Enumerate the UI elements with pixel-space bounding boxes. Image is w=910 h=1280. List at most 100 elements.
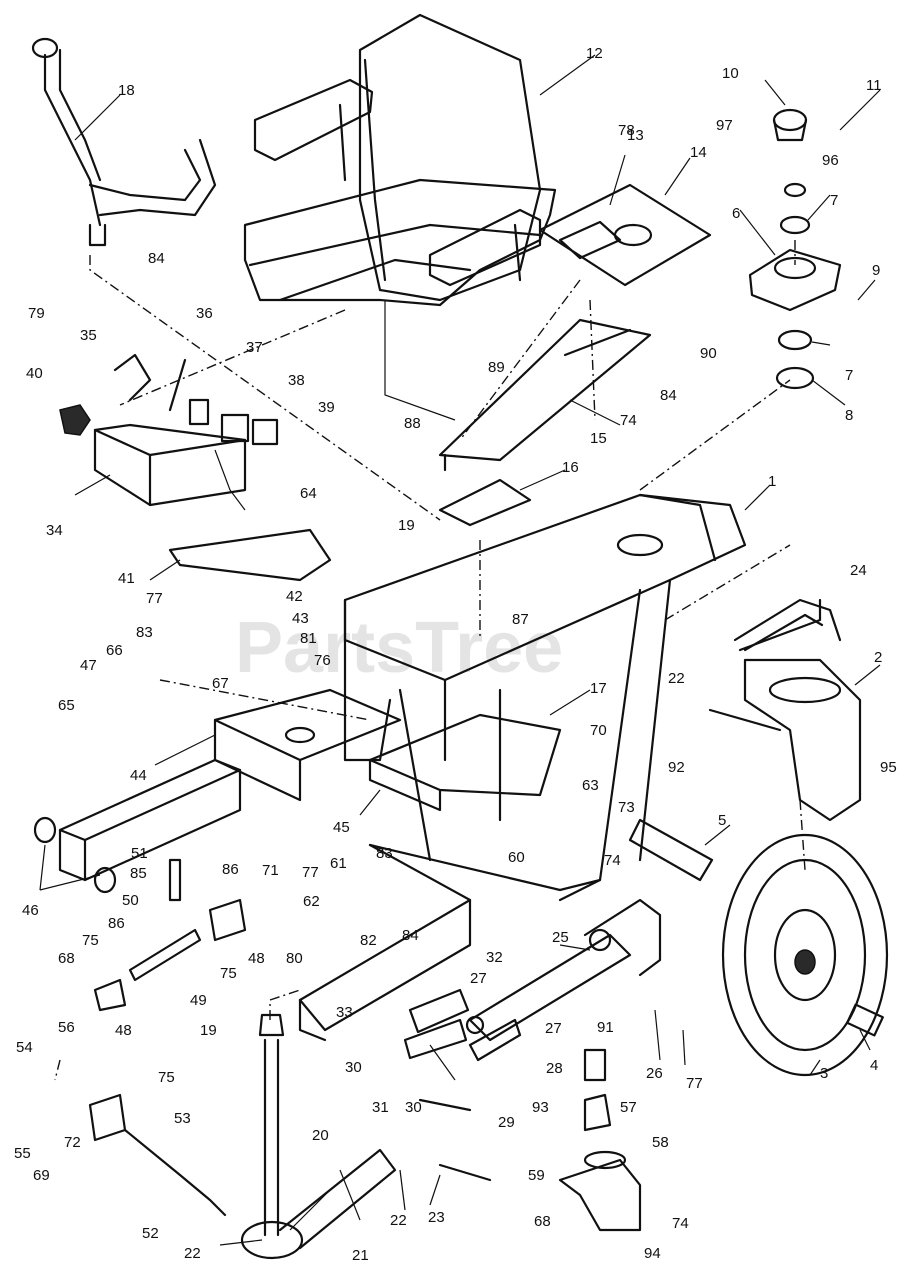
part-label-23: 23 [428, 1209, 445, 1226]
part-label-10: 10 [722, 65, 739, 82]
part-label-92: 92 [668, 759, 685, 776]
part-label-27a: 27 [470, 970, 487, 987]
motor-mount [558, 1048, 642, 1232]
part-label-52: 52 [142, 1225, 159, 1242]
part-label-83b: 83 [376, 845, 393, 862]
part-label-57: 57 [620, 1099, 637, 1116]
part-label-45: 45 [333, 819, 350, 836]
wheel-hub [748, 108, 842, 390]
part-label-44: 44 [130, 767, 147, 784]
part-label-39: 39 [318, 399, 335, 416]
part-label-59: 59 [528, 1167, 545, 1184]
part-label-64: 64 [300, 485, 317, 502]
part-label-74b: 74 [604, 852, 621, 869]
part-label-2: 2 [874, 649, 882, 666]
part-label-65: 65 [58, 697, 75, 714]
part-label-31: 31 [372, 1099, 389, 1116]
leader-lines [39, 54, 881, 1246]
part-label-43: 43 [292, 610, 309, 627]
part-label-47: 47 [80, 657, 97, 674]
part-label-81: 81 [300, 630, 317, 647]
part-label-79: 79 [28, 305, 45, 322]
part-label-97: 97 [716, 117, 733, 134]
pivot-parts [33, 816, 247, 1012]
part-label-14: 14 [690, 144, 707, 161]
part-label-16: 16 [562, 459, 579, 476]
part-label-86a: 86 [222, 861, 239, 878]
floor-plate [368, 713, 562, 812]
part-label-17: 17 [590, 680, 607, 697]
part-label-93: 93 [532, 1099, 549, 1116]
part-label-84c: 84 [402, 927, 419, 944]
control-panel [59, 353, 332, 582]
part-label-54: 54 [16, 1039, 33, 1056]
part-label-68a: 68 [58, 950, 75, 967]
label-layer: 1 2 3 4 5 6 7 7 8 9 10 11 12 13 14 15 16… [14, 45, 897, 1264]
part-label-34: 34 [46, 522, 63, 539]
part-label-50: 50 [122, 892, 139, 909]
part-label-70: 70 [590, 722, 607, 739]
part-label-75c: 75 [158, 1069, 175, 1086]
part-label-76: 76 [314, 652, 331, 669]
part-label-37: 37 [246, 339, 263, 356]
part-label-49: 49 [190, 992, 207, 1009]
cable [88, 1093, 227, 1217]
part-label-77b: 77 [302, 864, 319, 881]
part-label-95: 95 [880, 759, 897, 776]
part-label-26: 26 [646, 1065, 663, 1082]
part-label-21: 21 [352, 1247, 369, 1264]
part-label-6: 6 [732, 205, 740, 222]
part-label-7b: 7 [845, 367, 853, 384]
part-label-60: 60 [508, 849, 525, 866]
part-label-35: 35 [80, 327, 97, 344]
linkage [403, 988, 522, 1182]
watermark: PartsTree [235, 608, 563, 688]
part-label-72: 72 [64, 1134, 81, 1151]
part-label-24: 24 [850, 562, 867, 579]
part-label-27b: 27 [545, 1020, 562, 1037]
part-label-29: 29 [498, 1114, 515, 1131]
part-label-66: 66 [106, 642, 123, 659]
part-label-40: 40 [26, 365, 43, 382]
part-label-55: 55 [14, 1145, 31, 1162]
part-label-73: 73 [618, 799, 635, 816]
part-label-62: 62 [303, 893, 320, 910]
part-label-71: 71 [262, 862, 279, 879]
part-label-46: 46 [22, 902, 39, 919]
part-label-91: 91 [597, 1019, 614, 1036]
part-label-74c: 74 [672, 1215, 689, 1232]
part-label-56: 56 [58, 1019, 75, 1036]
part-label-84b: 84 [660, 387, 677, 404]
part-label-90: 90 [700, 345, 717, 362]
part-label-5: 5 [718, 812, 726, 829]
part-label-53: 53 [174, 1110, 191, 1127]
part-label-68b: 68 [534, 1213, 551, 1230]
part-label-94: 94 [644, 1245, 661, 1262]
part-label-25: 25 [552, 929, 569, 946]
part-label-78: 78 [618, 122, 635, 139]
part-label-12: 12 [586, 45, 603, 62]
part-label-88: 88 [404, 415, 421, 432]
part-label-8: 8 [845, 407, 853, 424]
part-label-75a: 75 [82, 932, 99, 949]
part-label-19b: 19 [200, 1022, 217, 1039]
seat-support [438, 318, 652, 527]
part-label-33: 33 [336, 1004, 353, 1021]
part-label-30a: 30 [345, 1059, 362, 1076]
part-label-32: 32 [486, 949, 503, 966]
part-label-13: 13 [627, 127, 644, 144]
part-label-36: 36 [196, 305, 213, 322]
seat [243, 13, 557, 421]
part-label-42: 42 [286, 588, 303, 605]
part-label-74a: 74 [620, 412, 637, 429]
part-label-58: 58 [652, 1134, 669, 1151]
part-label-86b: 86 [108, 915, 125, 932]
part-label-22b: 22 [390, 1212, 407, 1229]
part-label-9: 9 [872, 262, 880, 279]
part-label-11: 11 [866, 77, 882, 94]
part-label-96: 96 [822, 152, 839, 169]
part-label-61: 61 [330, 855, 347, 872]
steering-lever [31, 37, 217, 247]
